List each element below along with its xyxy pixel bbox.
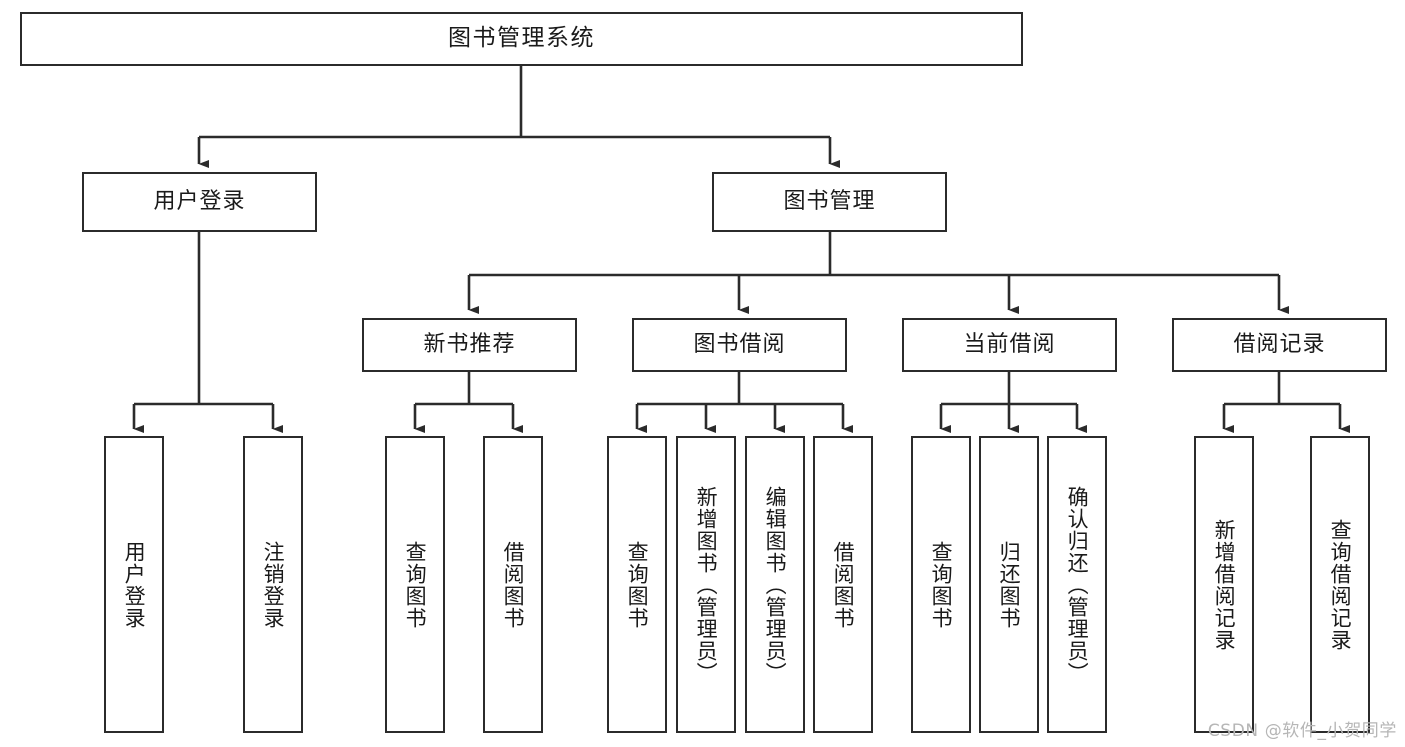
node-leaf-return-book[interactable]: 归还图书 xyxy=(979,436,1039,733)
node-root[interactable]: 图书管理系统 xyxy=(20,12,1023,66)
node-root-label: 图书管理系统 xyxy=(448,25,595,52)
node-leaf-edit-book-label: 编辑图书（管理员） xyxy=(763,485,788,684)
node-book-borrow[interactable]: 图书借阅 xyxy=(632,318,847,372)
node-leaf-borrow-book-2[interactable]: 借阅图书 xyxy=(813,436,873,733)
node-leaf-return-book-label: 归还图书 xyxy=(997,540,1022,629)
node-leaf-borrow-book-2-label: 借阅图书 xyxy=(831,540,856,629)
node-leaf-query-book-1[interactable]: 查询图书 xyxy=(385,436,445,733)
node-leaf-confirm-return[interactable]: 确认归还（管理员） xyxy=(1047,436,1107,733)
node-book-management-label: 图书管理 xyxy=(783,188,876,214)
node-leaf-query-record[interactable]: 查询借阅记录 xyxy=(1310,436,1370,733)
node-book-borrow-label: 图书借阅 xyxy=(693,331,786,357)
node-leaf-query-book-3-label: 查询图书 xyxy=(929,540,954,629)
node-leaf-add-record[interactable]: 新增借阅记录 xyxy=(1194,436,1254,733)
node-new-book-recommend[interactable]: 新书推荐 xyxy=(362,318,577,372)
node-leaf-logout-login[interactable]: 注销登录 xyxy=(243,436,303,733)
node-leaf-edit-book[interactable]: 编辑图书（管理员） xyxy=(745,436,805,733)
node-borrow-record[interactable]: 借阅记录 xyxy=(1172,318,1387,372)
node-book-management[interactable]: 图书管理 xyxy=(712,172,947,232)
node-leaf-query-book-3[interactable]: 查询图书 xyxy=(911,436,971,733)
node-user-login[interactable]: 用户登录 xyxy=(82,172,317,232)
node-leaf-user-login[interactable]: 用户登录 xyxy=(104,436,164,733)
node-leaf-confirm-return-label: 确认归还（管理员） xyxy=(1065,485,1090,684)
node-leaf-query-book-1-label: 查询图书 xyxy=(403,540,428,629)
node-leaf-add-book-label: 新增图书（管理员） xyxy=(694,485,719,684)
node-current-borrow-label: 当前借阅 xyxy=(963,331,1056,357)
node-leaf-borrow-book-1[interactable]: 借阅图书 xyxy=(483,436,543,733)
node-leaf-logout-login-label: 注销登录 xyxy=(261,540,286,629)
node-leaf-query-book-2-label: 查询图书 xyxy=(625,540,650,629)
node-leaf-borrow-book-1-label: 借阅图书 xyxy=(501,540,526,629)
node-leaf-query-book-2[interactable]: 查询图书 xyxy=(607,436,667,733)
node-leaf-user-login-label: 用户登录 xyxy=(122,540,147,629)
node-current-borrow[interactable]: 当前借阅 xyxy=(902,318,1117,372)
node-borrow-record-label: 借阅记录 xyxy=(1233,331,1326,357)
node-leaf-add-book[interactable]: 新增图书（管理员） xyxy=(676,436,736,733)
node-new-book-recommend-label: 新书推荐 xyxy=(423,331,516,357)
node-user-login-label: 用户登录 xyxy=(153,188,246,214)
node-leaf-query-record-label: 查询借阅记录 xyxy=(1328,518,1353,651)
node-leaf-add-record-label: 新增借阅记录 xyxy=(1212,518,1237,651)
